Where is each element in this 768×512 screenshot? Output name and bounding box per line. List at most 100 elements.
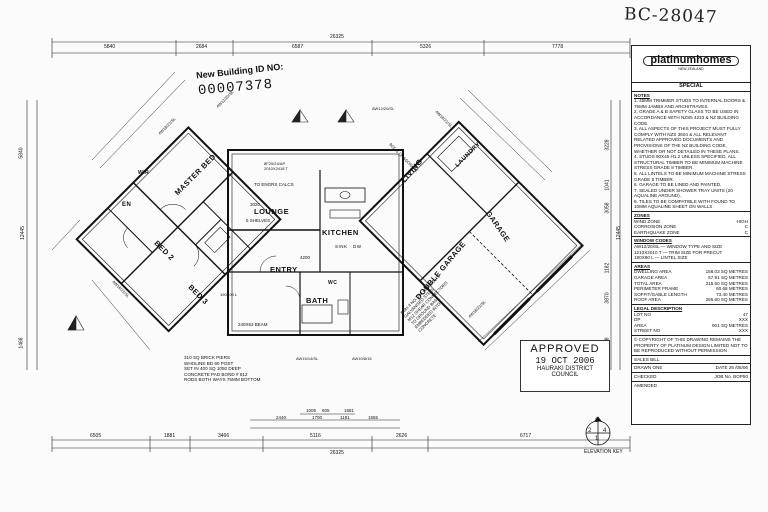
window-code: 190X90 L — LINTEL SIZE [634, 255, 688, 261]
dim-left-3: 1468 [18, 337, 25, 349]
stamp-council-1: HAURAKI DISTRICT [536, 366, 593, 372]
room-bath: BATH [306, 296, 329, 305]
title-block: platinumhomes NEW ZEALAND SPECIAL NOTES … [631, 45, 751, 425]
svg-text:AW18/21/SL: AW18/21/SL [434, 109, 454, 129]
dim-small-2: 605 [322, 408, 330, 413]
svg-text:AW18/21/SL: AW18/21/SL [467, 299, 487, 319]
dim-top-4: 5326 [420, 44, 432, 50]
dim-bottom-6: 6717 [520, 433, 532, 439]
approval-stamp: APPROVED 19 OCT 2006 HAURAKI DISTRICT CO… [520, 340, 610, 392]
stamp-date: 19 OCT 2006 [535, 356, 595, 366]
svg-text:AW10/8/15: AW10/8/15 [352, 356, 372, 361]
note-lounge-size: 3020 [250, 202, 261, 207]
note-6: 6. GARAGE TO BE LINED AND PAINTED. [634, 182, 722, 188]
dim-bottom-3: 3466 [218, 433, 230, 439]
label-dw: DW [353, 244, 362, 249]
legal-heading: LEGAL DESCRIPTION [634, 305, 683, 311]
window-code-top: AW12/20/SL [372, 106, 395, 111]
room-kitchen: KITCHEN [322, 228, 359, 237]
dim-top-2: 2684 [196, 44, 208, 50]
note-pile: 310 SQ BRICK PIERS WHOLINE BD 90 POST SE… [184, 355, 261, 382]
dim-inner-1: 2440 [276, 415, 287, 420]
note-beam: 240X63 BEAM [238, 322, 268, 327]
dim-left-2: 12445 [19, 226, 26, 240]
elevation-number-bottom: 1 [595, 436, 599, 442]
amended-row: AMENDED [634, 382, 657, 388]
dim-right-1: 3228 [604, 139, 611, 151]
notes-section: NOTES 1. 45MM TRIMMER STUDS TO INTERNAL … [632, 92, 750, 213]
stamp-title: APPROVED [530, 343, 600, 355]
dim-right-5: 1182 [604, 262, 611, 274]
dim-top-total: 26325 [330, 34, 344, 40]
dim-bottom-5: 2626 [396, 433, 408, 439]
room-entry: ENTRY [270, 265, 298, 274]
window-heading: WINDOW CODES [634, 238, 672, 244]
dim-bottom-1: 6505 [90, 433, 102, 439]
note-kitchen-width: 4200 [300, 255, 311, 260]
note-4: 4. STUDS 90X45 H1.2 UNLESS SPECIFIED. AL… [634, 154, 743, 171]
window-code: AW12/20/SL — WINDOW TYPE AND SIZE [634, 244, 723, 250]
brand-logo: platinumhomes NEW ZEALAND [632, 46, 750, 83]
room-en: EN [122, 202, 132, 208]
areas-heading: AREAS [634, 263, 651, 269]
copyright-section: © COPYRIGHT OF THIS DRAWING REMAINS THE … [632, 336, 750, 356]
room-wc: WC [328, 280, 338, 286]
note-lounge-shelves: 5 SHELVES [246, 218, 271, 223]
zones-heading: ZONES [634, 213, 650, 219]
dim-bottom-4: 5116 [310, 433, 321, 439]
dim-right-2: 1041 [604, 179, 611, 191]
brand-name: platinumhomes [643, 55, 739, 66]
svg-text:AW18/21/SL: AW18/21/SL [111, 279, 131, 299]
dim-top-5: 7778 [552, 44, 564, 50]
elevation-key-label: ELEVATION KEY [584, 449, 623, 455]
note-1: 1. 45MM TRIMMER STUDS TO INTERNAL DOORS … [634, 98, 746, 109]
note-5: 5. ALL LINTELS TO BE MINIMUM MACHINE STR… [634, 170, 746, 182]
dim-top-1: 5840 [104, 44, 116, 50]
handwritten-reference: BC-28047 [623, 4, 718, 28]
sales-bill: SALES BILL [632, 356, 750, 365]
note-8: 8. TILES TO BE COMPATIBLE WITH FOUND TO … [634, 198, 735, 210]
room-lounge: LOUNGE [254, 207, 290, 216]
brand-sub: NEW ZEALAND [678, 66, 704, 71]
dim-right-6: 3870 [604, 292, 611, 304]
note-2: 2. GRADE A & B SAFETY GLASS TO BE USED I… [634, 109, 739, 126]
dim-right-4: 12445 [615, 226, 622, 240]
dim-top-3: 6587 [292, 44, 304, 50]
room-wir: WIR [138, 170, 150, 176]
special-label: SPECIAL [632, 83, 750, 92]
svg-text:2010X2418 T: 2010X2418 T [264, 166, 289, 171]
note-3: 3. ALL ASPECTS OF THIS PROJECT MUST FULL… [634, 126, 741, 154]
elevation-number-top: 3 [595, 418, 599, 424]
stamp-council-2: COUNCIL [551, 372, 579, 378]
svg-text:190X90 L: 190X90 L [220, 292, 238, 297]
window-codes-section: WINDOW CODES AW12/20/SL — WINDOW TYPE AN… [632, 237, 750, 263]
svg-text:AW15/14/SL: AW15/14/SL [296, 356, 319, 361]
dim-inner-4: 1655 [368, 415, 379, 420]
window-code: 1210X2010 T — TRIM SIZE FOR PRECUT [634, 249, 723, 255]
dim-bottom-2: 1881 [164, 433, 176, 439]
dim-right-3: 3058 [604, 202, 611, 214]
dim-bottom-total: 26325 [330, 450, 344, 456]
note-7: 7. SEALED UNDER SHOWER TRAY UNITS (20 AQ… [634, 187, 733, 199]
dim-small-3: 1681 [344, 408, 355, 413]
dim-inner-2: 1700 [312, 415, 323, 420]
dim-small-1: 1005 [306, 408, 317, 413]
